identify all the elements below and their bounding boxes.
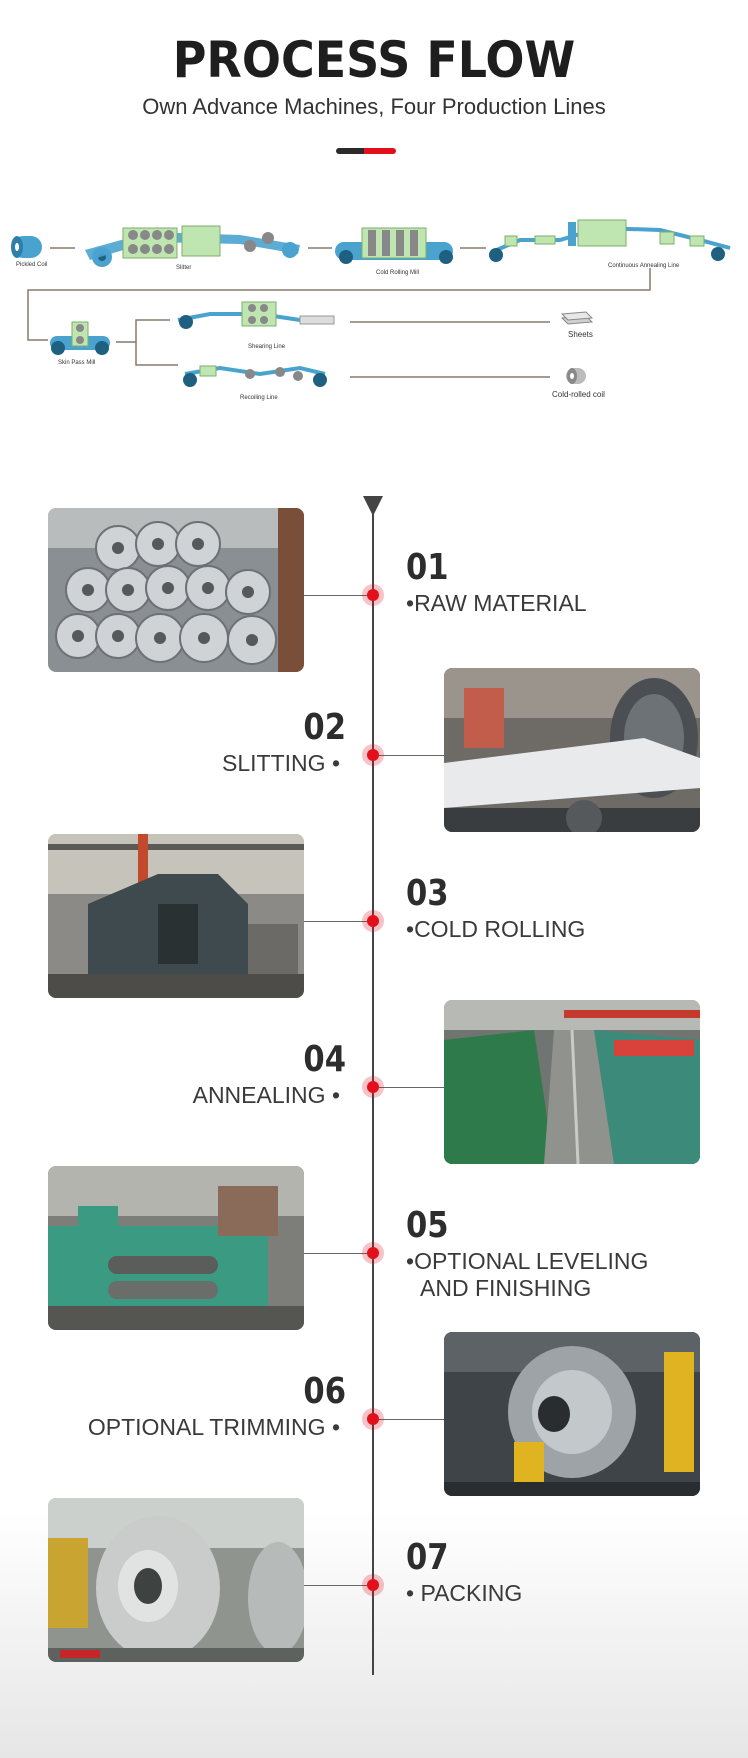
step-number-03: 03	[406, 873, 449, 914]
timeline-dot-07	[367, 1579, 379, 1591]
step-label-text: OPTIONAL LEVELING	[414, 1248, 649, 1274]
step-label-06: OPTIONAL TRIMMING •	[40, 1414, 340, 1441]
label-recoiling-line: Recoiling Line	[240, 395, 278, 401]
page-title: PROCESS FLOW	[172, 31, 576, 89]
cold-rolling-mill-icon	[335, 227, 453, 264]
step-bullet: •	[406, 1248, 415, 1274]
photo-packing	[48, 1498, 304, 1662]
step-label-text: SLITTING	[222, 750, 326, 776]
connector-02	[374, 755, 444, 756]
step-label-text: RAW MATERIAL	[414, 590, 587, 616]
label-cold-rolled-coil: Cold-rolled coil	[552, 390, 605, 399]
step-number-02: 02	[303, 707, 346, 748]
step-bullet: •	[406, 590, 415, 616]
pickled-coil-icon	[11, 236, 42, 258]
skin-pass-mill-icon	[50, 321, 110, 355]
label-pickled-coil: Pickled Coil	[16, 262, 48, 268]
step-label-text: ANNEALING	[192, 1082, 326, 1108]
timeline-dot-01	[367, 589, 379, 601]
connector-06	[374, 1419, 444, 1420]
timeline-dot-05	[367, 1247, 379, 1259]
step-label-text: PACKING	[420, 1580, 523, 1606]
step-label-01: •RAW MATERIAL	[406, 590, 587, 617]
underline-dark-segment	[336, 148, 364, 154]
photo-cold-rolling	[48, 834, 304, 998]
connector-05	[304, 1253, 372, 1254]
step-bullet: •	[406, 916, 415, 942]
step-bullet: •	[331, 750, 340, 776]
photo-slitting	[444, 668, 700, 832]
step-label-04: ANNEALING •	[130, 1082, 340, 1109]
step-number-06: 06	[303, 1371, 346, 1412]
timeline-dot-06	[367, 1413, 379, 1425]
step-label-text-line2: AND FINISHING	[420, 1275, 592, 1301]
recoiling-line-icon	[183, 365, 327, 387]
sheets-icon	[560, 311, 594, 325]
connector-07	[304, 1585, 372, 1586]
label-cold-rolling-mill: Cold Rolling Mill	[376, 270, 420, 276]
step-bullet: •	[406, 1580, 415, 1606]
connector-04	[374, 1087, 444, 1088]
step-number-07: 07	[406, 1537, 449, 1578]
step-label-05: •OPTIONAL LEVELING AND FINISHING	[406, 1248, 648, 1302]
timeline-arrow-icon	[363, 496, 383, 516]
continuous-annealing-line-icon	[489, 219, 731, 262]
step-label-02: SLITTING •	[130, 750, 340, 777]
step-label-text: COLD ROLLING	[414, 916, 586, 942]
step-bullet: •	[331, 1082, 340, 1108]
step-bullet: •	[331, 1414, 340, 1440]
label-slitter: Slitter	[176, 265, 192, 271]
step-number-05: 05	[406, 1205, 449, 1246]
production-flow-diagram: Pickled Coil Slitter Cold Rolling Mill C…	[0, 210, 748, 410]
photo-annealing	[444, 1000, 700, 1164]
timeline-dot-04	[367, 1081, 379, 1093]
label-continuous-annealing-line: Continuous Annealing Line	[608, 263, 680, 269]
step-label-text: OPTIONAL TRIMMING	[87, 1414, 326, 1440]
flow-return-line	[27, 268, 651, 341]
slitter-machine-icon	[85, 225, 300, 267]
photo-raw-material	[48, 508, 304, 672]
step-number-01: 01	[406, 547, 449, 588]
page-subtitle: Own Advance Machines, Four Production Li…	[142, 94, 606, 119]
step-number-04: 04	[303, 1039, 346, 1080]
shearing-line-icon	[177, 301, 335, 329]
cold-rolled-coil-icon	[566, 368, 586, 384]
header: PROCESS FLOW Own Advance Machines, Four …	[0, 30, 748, 120]
flow-diagram-svg	[11, 219, 731, 387]
photo-trimming	[444, 1332, 700, 1496]
label-shearing-line: Shearing Line	[248, 344, 286, 350]
flow-branch-line	[116, 319, 170, 343]
label-sheets: Sheets	[568, 330, 593, 339]
connector-03	[304, 921, 372, 922]
flow-branch-line	[135, 342, 178, 366]
underline-red-segment	[364, 148, 396, 154]
label-skin-pass-mill: Skin Pass Mill	[58, 360, 96, 366]
title-underline	[336, 148, 396, 154]
timeline-dot-03	[367, 915, 379, 927]
timeline-dot-02	[367, 749, 379, 761]
connector-01	[304, 595, 372, 596]
photo-leveling	[48, 1166, 304, 1330]
step-label-03: •COLD ROLLING	[406, 916, 585, 943]
step-label-07: • PACKING	[406, 1580, 522, 1607]
